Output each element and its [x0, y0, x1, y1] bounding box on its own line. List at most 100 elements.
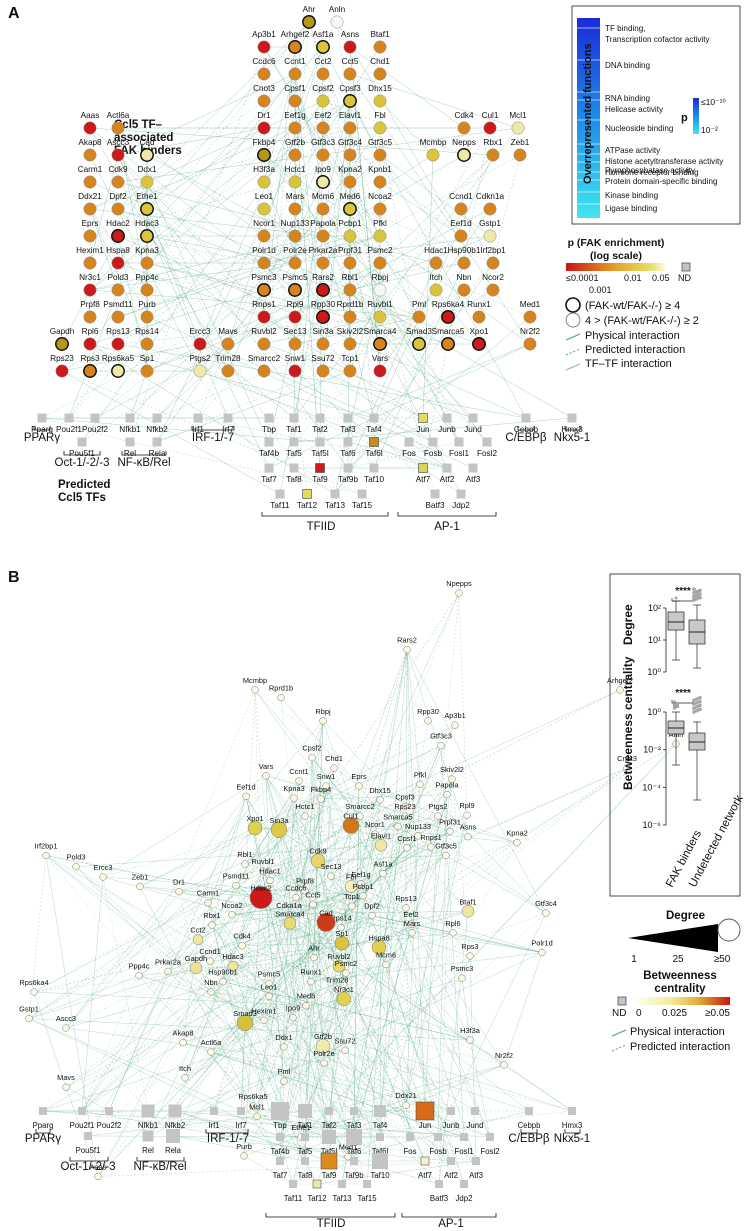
- node-label-ruvbl2: Ruvbl2: [251, 327, 277, 336]
- b-node-leo1: [265, 992, 273, 1000]
- node-label-leo1: Leo1: [255, 192, 274, 201]
- node-ascc3: [111, 148, 125, 162]
- b-node-ascc3: [62, 1024, 70, 1032]
- b-node-rbx1: [208, 921, 216, 929]
- node-polr1d: [257, 256, 271, 270]
- function-label-7: Histone acetyltransferase activity: [605, 157, 724, 166]
- b-node-ccnd1: [206, 957, 214, 965]
- node-hexim1: [83, 256, 97, 270]
- node-label-mcm6: Mcm6: [312, 192, 335, 201]
- tf-label-nfkb2: Nfkb2: [146, 425, 168, 434]
- tf-label-pparg: Pparg: [31, 425, 53, 434]
- b-node-xpo1: [247, 820, 263, 836]
- b-tf-node-jdp2: [460, 1180, 468, 1188]
- node-xpo1: [472, 337, 486, 351]
- node-ipo9: [316, 175, 330, 189]
- node-label-psmd11: Psmd11: [103, 300, 133, 309]
- b-node-label-ncor1: Ncor1: [365, 820, 385, 829]
- b-node-elavl1: [374, 839, 388, 852]
- b-node-rps13: [402, 904, 410, 912]
- b-node-label-eef2: Eef2: [403, 910, 418, 919]
- b-node-label-ap3b1: Ap3b1: [444, 711, 465, 720]
- node-label-smarca5: Smarca5: [432, 327, 465, 336]
- b-node-label-dr1: Dr1: [173, 878, 185, 887]
- b-node-label-hdac1: Hdac1: [259, 866, 280, 875]
- tick-betw_ticks-2: 10⁻⁴: [642, 782, 661, 792]
- b-node-label-ssu72: Ssu72: [335, 1036, 356, 1045]
- node-label-ipo9: Ipo9: [315, 165, 331, 174]
- legend-predicted: Predicted interaction: [585, 344, 685, 356]
- b-node-gtf3c4: [542, 909, 550, 917]
- b-node-label-nup133: Nup133: [405, 822, 431, 831]
- b-node-aaas: [94, 1172, 102, 1181]
- b-node-dhx15: [376, 796, 384, 804]
- node-gtf3c4: [343, 148, 357, 162]
- node-psmc2: [373, 256, 387, 270]
- b-tf-label-atf2: Atf2: [444, 1171, 458, 1180]
- node-leo1: [257, 202, 271, 216]
- b-node-polr1d: [538, 948, 546, 957]
- node-label-rps14: Rps14: [135, 327, 159, 336]
- b-node-smarca5: [394, 822, 402, 831]
- node-eef1g: [288, 121, 302, 135]
- b-node-hsp90b1: [219, 978, 227, 986]
- b-node-label-mavs: Mavs: [57, 1073, 75, 1082]
- tf-label-taf15: Taf15: [352, 501, 372, 510]
- node-ruvbl1: [373, 310, 387, 324]
- b-node-rpl9: [463, 811, 471, 819]
- node-kpnb1: [373, 175, 387, 189]
- tf-label-pou2f2: Pou2f2: [82, 425, 108, 434]
- node-ddx21: [83, 202, 97, 216]
- b-tf-node-taf6: [346, 1129, 362, 1145]
- b-tf-node-taf6l: [376, 1133, 384, 1141]
- node-gstp1: [483, 229, 497, 243]
- betw-legend-title-2: centrality: [654, 983, 706, 995]
- b-node-nr3c1: [336, 991, 352, 1007]
- b-node-hctc1: [301, 812, 309, 820]
- node-label-ruvbl1: Ruvbl1: [367, 300, 393, 309]
- node-mcm6: [316, 202, 330, 216]
- node-label-rps3: Rps3: [80, 354, 100, 363]
- b-tf-node-pou2f1: [78, 1107, 86, 1115]
- tf-node-junb: [442, 413, 452, 423]
- node-fkbp4: [257, 148, 271, 162]
- b-tf-node-rel: [142, 1130, 154, 1142]
- tf-label-hmx3: Hmx3: [561, 425, 583, 434]
- tf-node-atf3: [468, 463, 478, 473]
- b-tf-label-fos: Fos: [404, 1147, 417, 1156]
- node-ncor2: [486, 283, 500, 297]
- b-node-label-cct2: Cct2: [190, 926, 205, 935]
- node-runx1: [472, 310, 486, 324]
- b-tf-label-taf9b: Taf9b: [344, 1171, 364, 1180]
- tf-node-taf7: [264, 463, 274, 473]
- node-label-ddx1: Ddx1: [137, 165, 157, 174]
- tf-node-taf6: [343, 437, 353, 447]
- node-label-ap3b1: Ap3b1: [252, 30, 276, 39]
- b-node-label-rpl9: Rpl9: [459, 801, 474, 810]
- b-tf-label-taf11: Taf11: [284, 1194, 303, 1203]
- b-node-pcbp1: [359, 892, 367, 900]
- node-mcmbp: [426, 148, 440, 162]
- deg-tick-1: 25: [672, 954, 684, 965]
- b-node-label-cdkn1a: Cdkn1a: [276, 901, 302, 910]
- node-label-vars: Vars: [372, 354, 388, 363]
- b-tf-node-irf7: [237, 1107, 245, 1115]
- b-node-actl6a: [207, 1048, 215, 1056]
- group-nf-b-rel: NF-κB/Rel: [117, 457, 170, 469]
- b-node-label-zeb1: Zeb1: [132, 872, 149, 881]
- b-node-label-rps6ka5: Rps6ka5: [238, 1092, 267, 1101]
- node-label-ddx21: Ddx21: [78, 192, 102, 201]
- node-label-hctc1: Hctc1: [285, 165, 306, 174]
- node-label-nr3c1: Nr3c1: [79, 273, 101, 282]
- b-node-purb: [240, 1152, 248, 1160]
- group-c-ebp-: C/EBPβ: [505, 432, 547, 444]
- b-node-label-polr1d: Polr1d: [531, 939, 552, 948]
- node-label-ncor1: Ncor1: [253, 219, 275, 228]
- b-node-asns: [464, 833, 472, 841]
- b-node-asf1a: [379, 869, 387, 878]
- b-node-label-rars2: Rars2: [397, 636, 417, 645]
- b-node-cpsf1: [403, 844, 411, 852]
- node-label-asns: Asns: [341, 30, 359, 39]
- tf-label-fosl2: Fosl2: [477, 449, 497, 458]
- panel-a: A Ccl5 TF– associated FAK binders Predic…: [8, 5, 741, 533]
